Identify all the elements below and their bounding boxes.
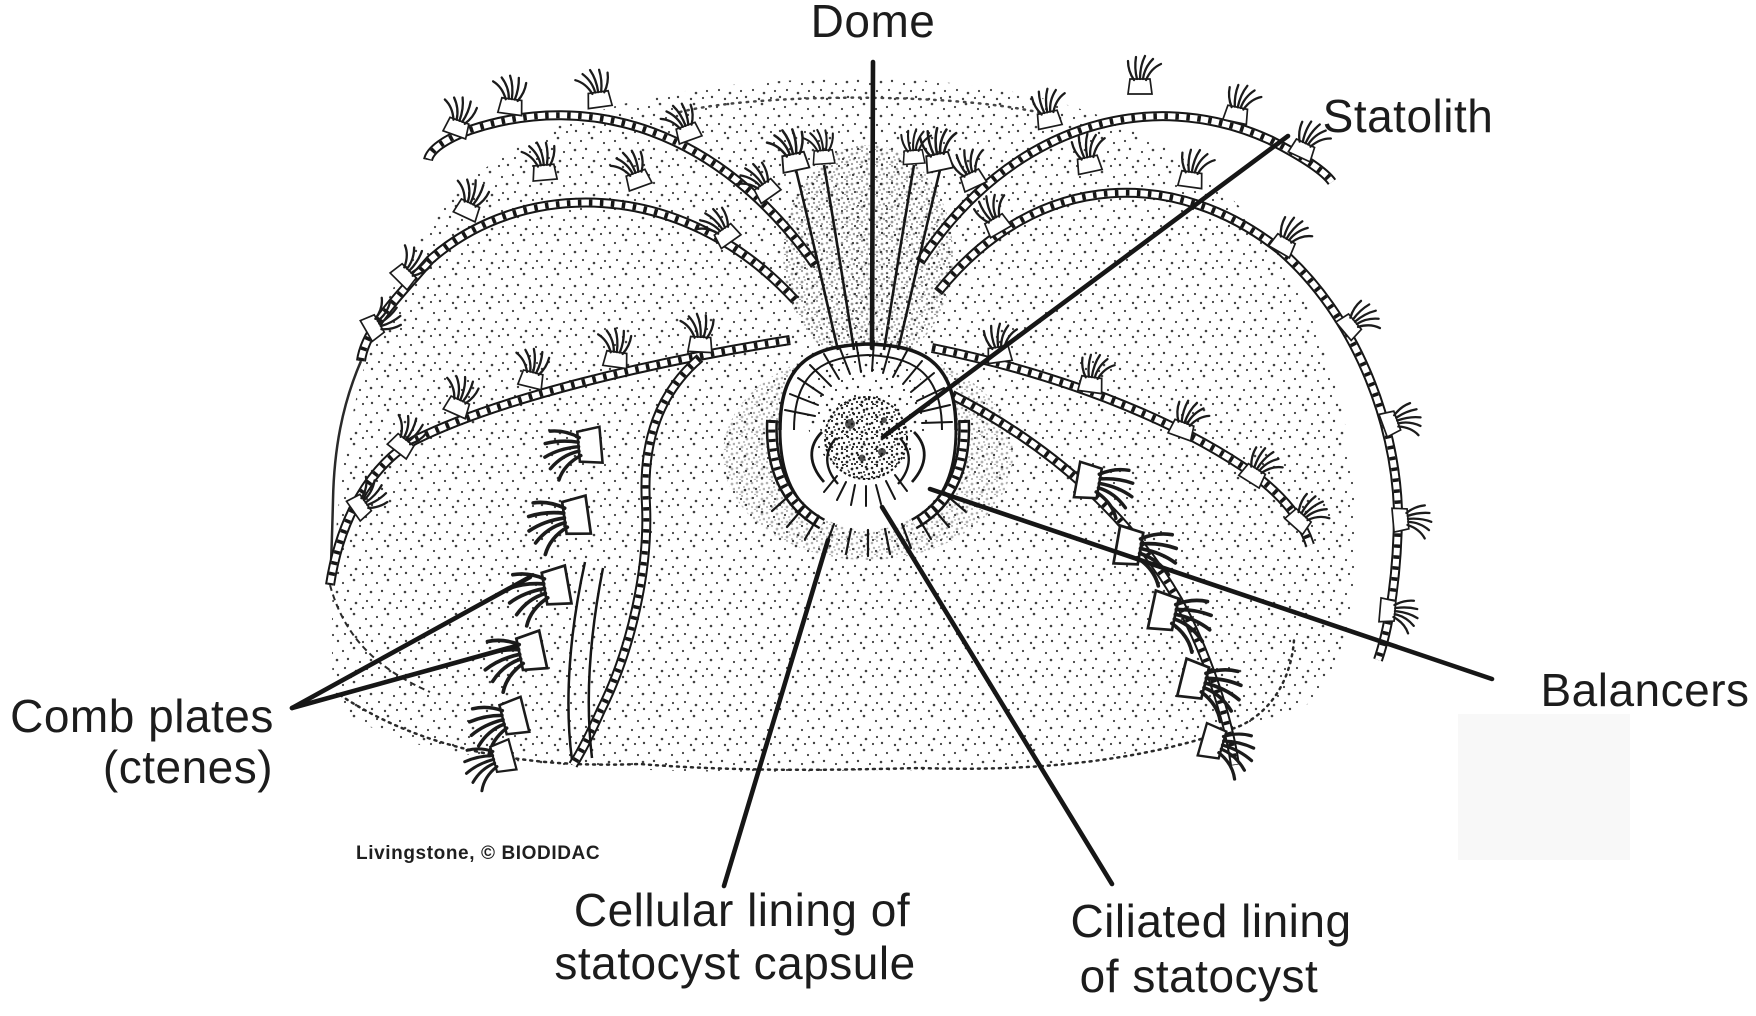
- ciliated-lining-label-line1: Ciliated lining: [1070, 895, 1351, 947]
- balancers-leader-line: [927, 486, 1495, 682]
- stipple-shading-top: [783, 145, 953, 365]
- dome-inner-wall: [793, 353, 943, 431]
- cellular-lining-label-line2: statocyst capsule: [554, 937, 915, 989]
- dome-label: Dome: [811, 0, 936, 47]
- balancer-right: [897, 428, 930, 486]
- cellular-lining-leader-line: [721, 537, 831, 889]
- statolith-label: Statolith: [1323, 90, 1494, 142]
- statolith-body: [824, 396, 908, 480]
- comb-plates-leader-line-2: [289, 643, 519, 711]
- comb-plates-leader-line-1: [289, 574, 533, 711]
- balancers-label: Balancers: [1540, 664, 1749, 716]
- leader-lines: [289, 59, 1495, 889]
- dome-radial-hatch: [784, 340, 953, 424]
- comb-plates-label-line2: (ctenes): [103, 741, 273, 793]
- dome-leader-line: [869, 59, 876, 351]
- statolith-granules: [845, 417, 887, 462]
- body-bottom-edge: [338, 638, 1296, 772]
- scan-artifact-box: [1458, 714, 1630, 860]
- cellular-lining-label-line1: Cellular lining of: [574, 884, 910, 936]
- balancer-left: [806, 428, 839, 486]
- aboral-stalks: [794, 164, 942, 351]
- ciliated-fringe-inner: [823, 474, 908, 507]
- comb-row-lower-left: [459, 358, 700, 795]
- ciliated-fringe-outer: [770, 492, 967, 558]
- body-apex-dotted-edge: [678, 96, 1062, 120]
- ciliated-lining-label-line2: of statocyst: [1080, 950, 1319, 1002]
- statocyst: [763, 124, 967, 558]
- dome-outer-wall: [778, 342, 958, 431]
- credit-text: Livingstone, © BIODIDAC: [356, 843, 600, 864]
- body-left-lower-edge: [329, 584, 431, 693]
- comb-row-rails: [567, 561, 605, 761]
- comb-plates-label-line1: Comb plates: [10, 690, 274, 742]
- statolith-leader-line: [880, 133, 1291, 440]
- ciliated-lining-leader-line: [879, 504, 1115, 887]
